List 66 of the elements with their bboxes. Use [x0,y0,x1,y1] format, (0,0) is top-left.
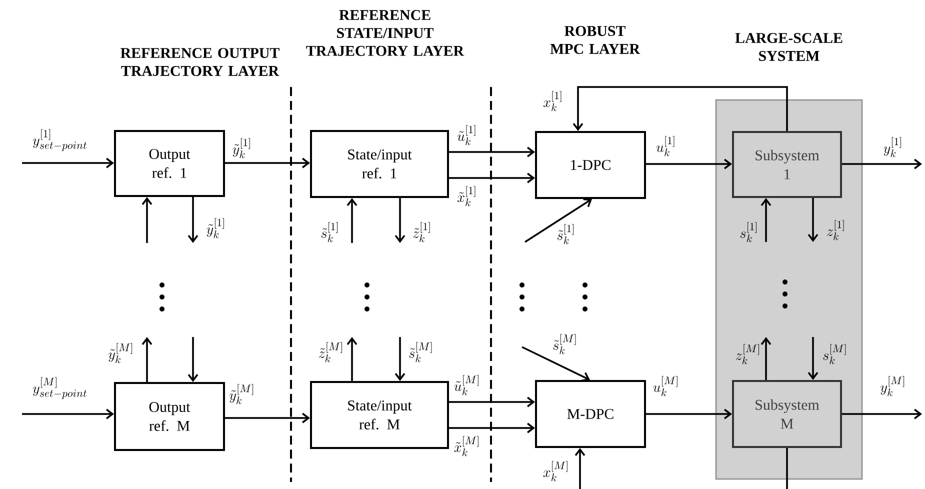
signal-label: $\tilde{s}_k^{[1]}$ [321,222,338,242]
arrow [142,197,152,243]
arrow [394,337,406,381]
signal-label: $x_k^{[M]}$ [543,460,568,482]
arrow [842,158,922,170]
signal-label: $z_k^{[1]}$ [827,220,844,240]
arrow [449,146,536,158]
arrow [225,158,310,168]
arrow [760,198,772,242]
signal-label: $y_{set-point}^{[M]}$ [32,377,87,399]
signal-label: $\tilde{y}_k^{[1]}$ [206,218,224,238]
signal-label: $\tilde{y}_k^{[M]}$ [108,342,132,364]
node-label: LARGE-SCALE SYSTEM [735,33,842,61]
arrow [646,158,732,170]
signal-label: $\tilde{z}_k^{[1]}$ [413,222,430,242]
arrow [808,337,818,380]
arrow [225,412,310,424]
signal-label: $\tilde{s}_k^{[1]}$ [557,224,574,244]
signal-label: $y_{set-point}^{[1]}$ [32,129,87,151]
signal-label: $\tilde{u}_k^{[1]}$ [457,124,476,146]
arrow [449,396,536,408]
signal-label: $y_k^{[1]}$ [884,136,901,158]
reference-box: Output ref. M [114,382,225,451]
signal-label: $s_k^{[M]}$ [823,344,846,364]
reference-box: State/input ref. M [310,381,449,449]
signal-label: $\tilde{s}_k^{[M]}$ [553,334,576,354]
signal-label: $x_k^{[1]}$ [543,90,562,112]
signal-label: $u_k^{[M]}$ [653,376,678,396]
arrow [346,198,358,243]
arrow [346,337,358,381]
subsystem-box: Subsystem 1 [732,131,842,198]
signal-label: $y_k^{[M]}$ [880,376,904,396]
signal-label: $\tilde{s}_k^{[M]}$ [409,342,432,362]
arrow [188,337,198,382]
arrow [22,408,114,420]
arrow [394,198,406,243]
arrow [188,197,198,243]
layer-title: ROBUST MPC LAYER [550,26,640,54]
signal-label: $\tilde{y}_k^{[1]}$ [232,138,250,158]
subsystem-box: Subsystem M [732,380,842,448]
arrow [842,408,922,420]
layer-title: REFERENCE OUTPUT TRAJECTORY LAYER [120,48,280,76]
arrow [22,158,114,168]
arrow [522,346,590,382]
arrow [524,198,592,243]
arrow [449,422,536,434]
arrow [574,448,586,489]
controller-box: 1-DPC [535,131,646,199]
signal-label: $\tilde{y}_k^{[M]}$ [230,384,254,404]
signal-label: $\tilde{z}_k^{[M]}$ [318,342,342,362]
arrow [142,337,152,382]
signal-label: $\tilde{x}_k^{[1]}$ [457,186,476,206]
arrow [808,198,818,242]
signal-label: $z_k^{[M]}$ [736,344,759,364]
signal-label: $\tilde{u}_k^{[M]}$ [454,374,478,396]
arrow [646,408,732,420]
layer-title: REFERENCE STATE/INPUT TRAJECTORY LAYER [306,10,464,56]
reference-box: State/input ref. 1 [310,130,449,198]
arrow [572,86,788,131]
arrow [449,172,536,184]
signal-label: $u_k^{[1]}$ [656,136,674,156]
controller-box: M-DPC [535,380,646,448]
arrow [760,337,772,380]
signal-label: $s_k^{[1]}$ [740,222,757,242]
reference-box: Output ref. 1 [114,130,225,197]
signal-label: $\tilde{x}_k^{[M]}$ [454,436,478,456]
